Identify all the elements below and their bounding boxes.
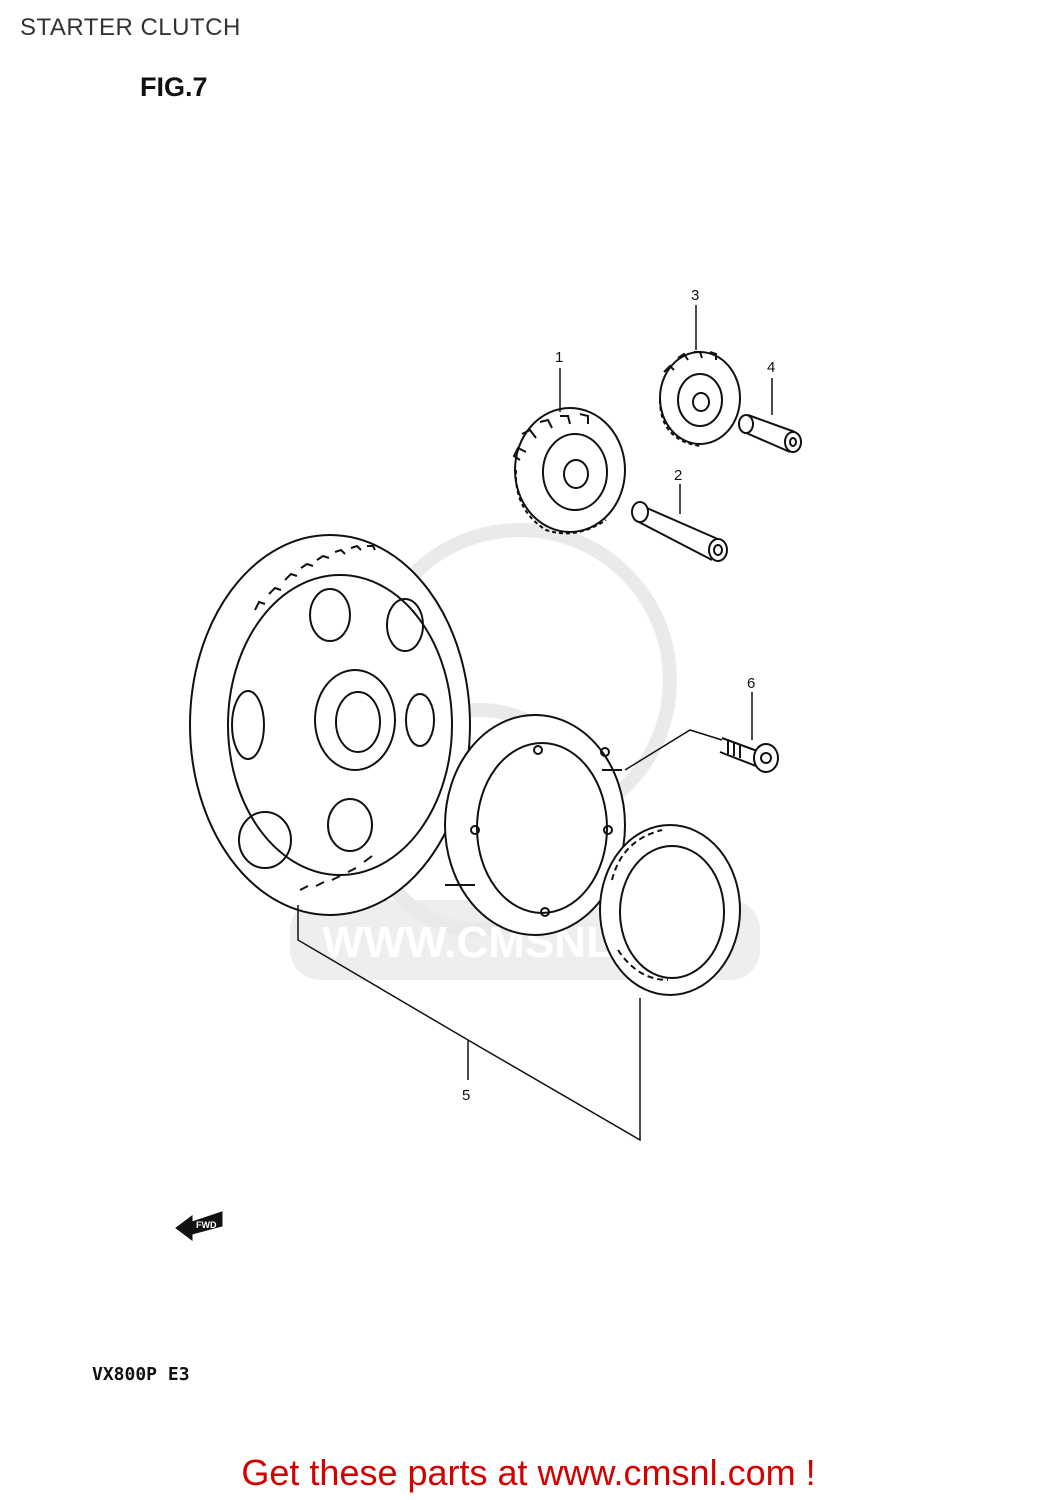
forward-direction-marker: FWD	[175, 1211, 223, 1241]
callout-5: 5	[462, 1087, 470, 1104]
callout-1: 1	[555, 349, 563, 366]
leader-lines	[297, 305, 773, 1142]
part-5-clutch-body[interactable]	[444, 714, 626, 936]
figure-label: FIG.7	[140, 72, 208, 102]
model-code: VX800P E3	[92, 1364, 190, 1385]
part-4-shaft[interactable]	[738, 414, 802, 453]
part-5-one-way-clutch[interactable]	[599, 824, 741, 996]
callout-3: 3	[691, 287, 699, 304]
callout-2: 2	[674, 467, 682, 484]
part-2-shaft[interactable]	[631, 501, 728, 562]
forward-label: FWD	[196, 1220, 217, 1230]
callout-6: 6	[747, 675, 755, 692]
page-title: STARTER CLUTCH	[20, 14, 241, 41]
cta-link[interactable]: Get these parts at www.cmsnl.com !	[241, 1452, 816, 1493]
part-5-starter-gear[interactable]	[189, 534, 471, 916]
part-3-gear[interactable]	[659, 351, 741, 447]
callout-4: 4	[767, 359, 775, 376]
part-6-bolt[interactable]	[719, 737, 779, 773]
part-1-gear[interactable]	[512, 407, 626, 535]
